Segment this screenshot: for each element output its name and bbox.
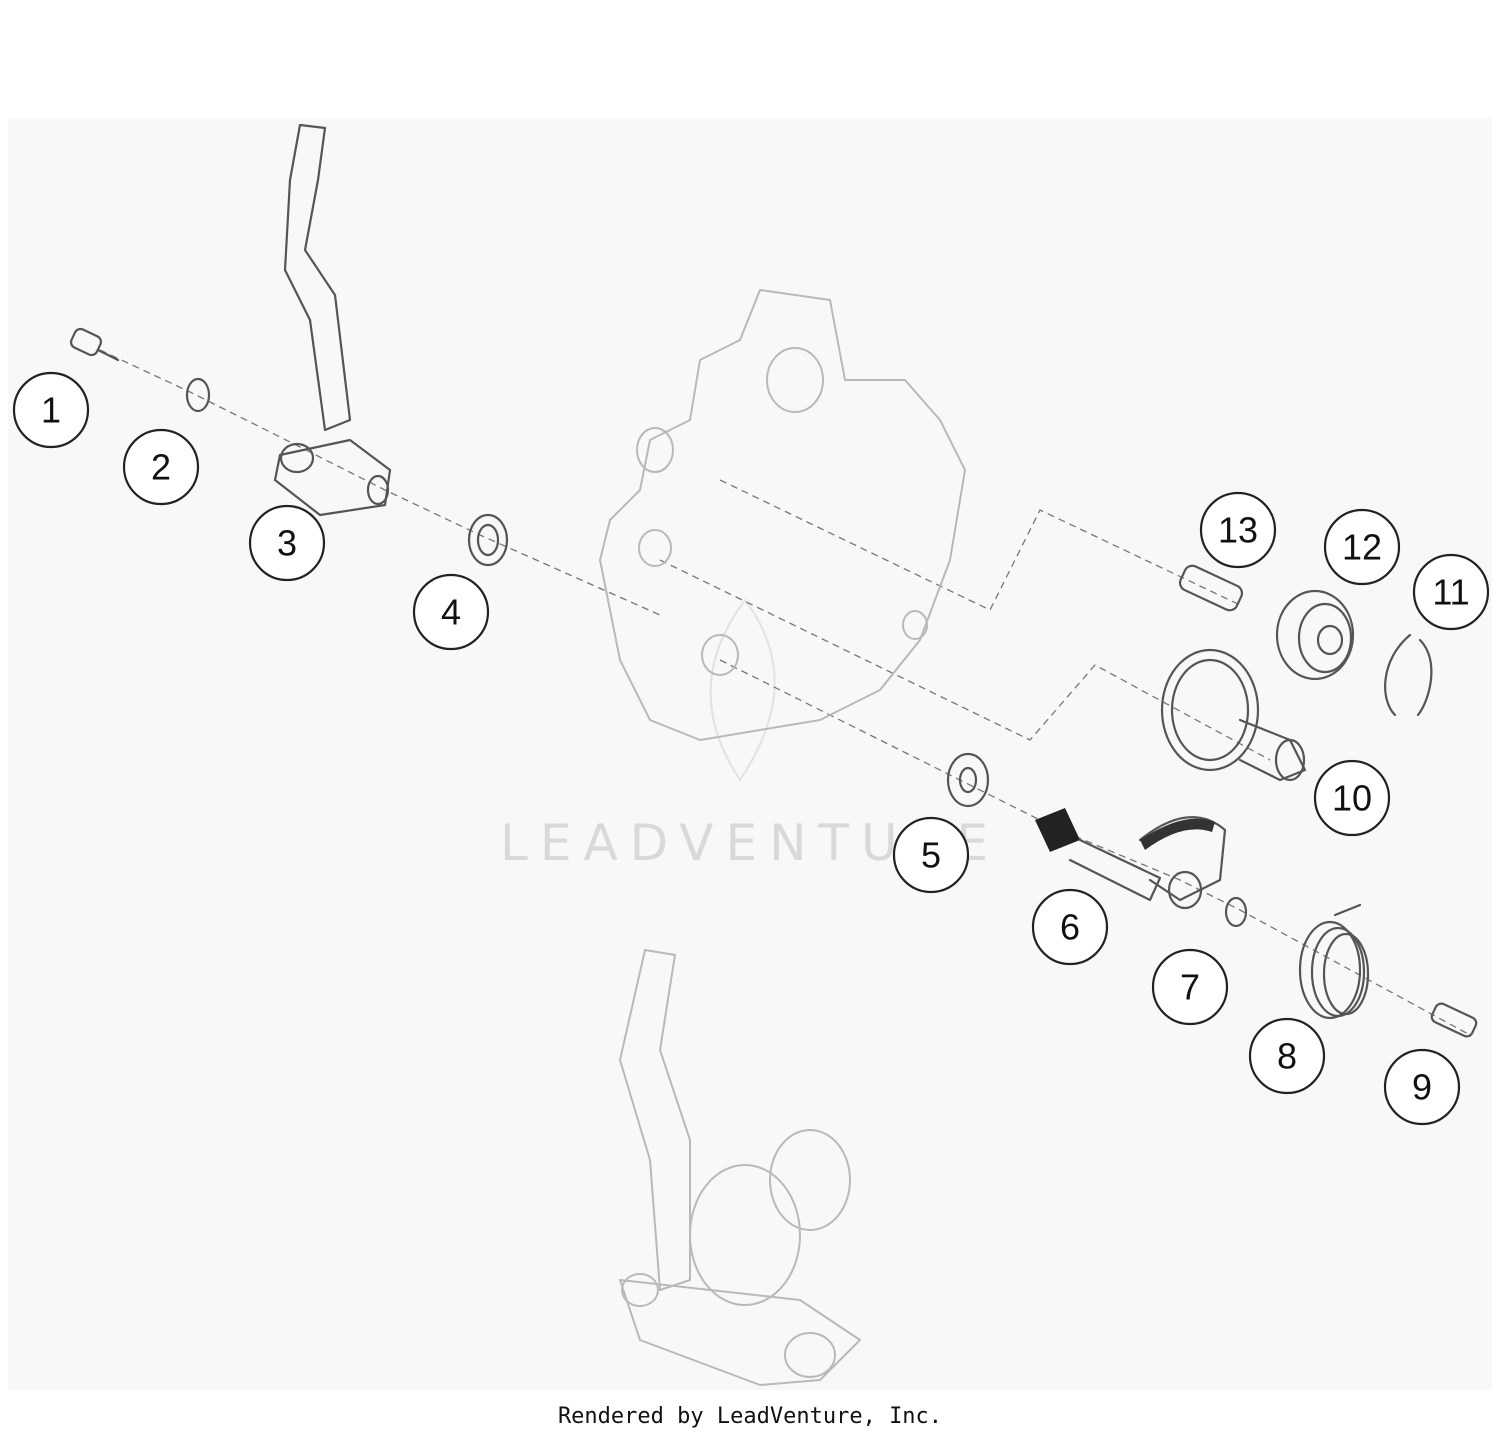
- callout-number: 10: [1332, 778, 1372, 819]
- callout-number: 6: [1060, 907, 1080, 948]
- torsion-spring-part[interactable]: [1298, 903, 1370, 1020]
- callout-number: 7: [1180, 967, 1200, 1008]
- callout-number: 3: [277, 523, 297, 564]
- assembly-overview-ghost: [619, 949, 861, 1386]
- washer-part[interactable]: [185, 377, 211, 413]
- intermediate-gear-part[interactable]: [1160, 648, 1307, 782]
- callout-number: 8: [1277, 1036, 1297, 1077]
- callout-number: 1: [41, 390, 61, 431]
- callout-1[interactable]: 1: [12, 371, 90, 449]
- callout-number: 9: [1412, 1067, 1432, 1108]
- kickstarter-lever-part[interactable]: [273, 123, 392, 517]
- callout-8[interactable]: 8: [1248, 1017, 1326, 1095]
- bushing-part[interactable]: [1177, 563, 1244, 613]
- callout-9[interactable]: 9: [1383, 1048, 1461, 1126]
- circlip-part[interactable]: [1384, 633, 1433, 717]
- footer-credit: Rendered by LeadVenture, Inc.: [557, 1404, 943, 1429]
- diagram-area: [8, 118, 1492, 1390]
- callout-12[interactable]: 12: [1323, 508, 1401, 586]
- seal-ring-part[interactable]: [467, 513, 509, 567]
- callout-3[interactable]: 3: [248, 504, 326, 582]
- callout-11[interactable]: 11: [1412, 553, 1490, 631]
- callout-number: 4: [441, 592, 461, 633]
- watermark-logo-icon: [709, 599, 776, 781]
- callout-number: 11: [1432, 572, 1469, 613]
- callout-2[interactable]: 2: [122, 428, 200, 506]
- callout-13[interactable]: 13: [1199, 491, 1277, 569]
- callout-number: 5: [921, 835, 941, 876]
- bolt-part[interactable]: [69, 327, 120, 362]
- callout-6[interactable]: 6: [1031, 888, 1109, 966]
- engine-cover-housing: [599, 289, 966, 741]
- small-gear-part[interactable]: [1275, 589, 1355, 681]
- callout-number: 2: [151, 447, 171, 488]
- kickstarter-shaft-part[interactable]: [1035, 808, 1227, 910]
- callout-5[interactable]: 5: [892, 816, 970, 894]
- callout-number: 13: [1218, 510, 1258, 551]
- callout-10[interactable]: 10: [1313, 759, 1391, 837]
- callout-7[interactable]: 7: [1151, 948, 1229, 1026]
- spring-pin-part[interactable]: [1430, 1002, 1478, 1039]
- thrust-washer-part[interactable]: [946, 752, 990, 808]
- callout-number: 12: [1342, 527, 1382, 568]
- leader-lines: [99, 349, 1471, 1036]
- shaft-washer-part[interactable]: [1224, 896, 1248, 928]
- callout-4[interactable]: 4: [412, 573, 490, 651]
